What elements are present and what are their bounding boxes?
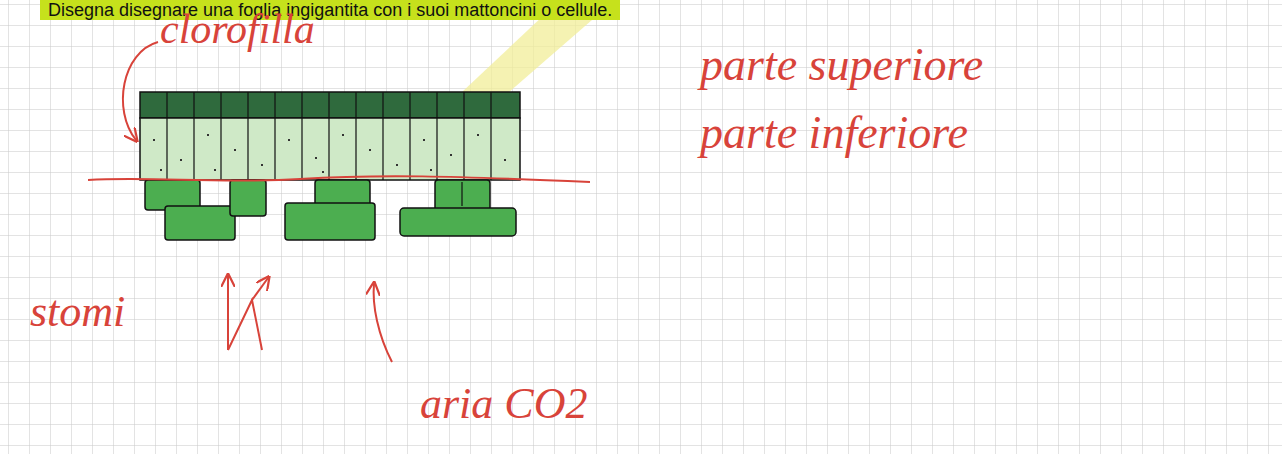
cell-walls [167, 92, 491, 118]
part-label: parte inferiore [700, 108, 968, 159]
stomata-arrow [252, 278, 268, 300]
stomata-arrow [228, 300, 262, 350]
cell-wall [461, 182, 462, 206]
chloroplast-dots [153, 135, 506, 172]
air-arrow [374, 284, 392, 362]
part-label: stomi [30, 288, 125, 336]
part-label: parte superiore [700, 40, 983, 91]
divider-line [88, 176, 590, 182]
part-label: aria CO2 [420, 380, 587, 428]
palisade-cells [140, 118, 520, 180]
title-banner: Disegna disegnare una foglia ingigantita… [40, 0, 620, 20]
stomata-arrow [227, 276, 229, 350]
spongy-cells [145, 180, 516, 240]
leader-arrow [123, 42, 158, 140]
upper-cells [140, 92, 520, 118]
part-label: clorofilla [160, 6, 315, 52]
